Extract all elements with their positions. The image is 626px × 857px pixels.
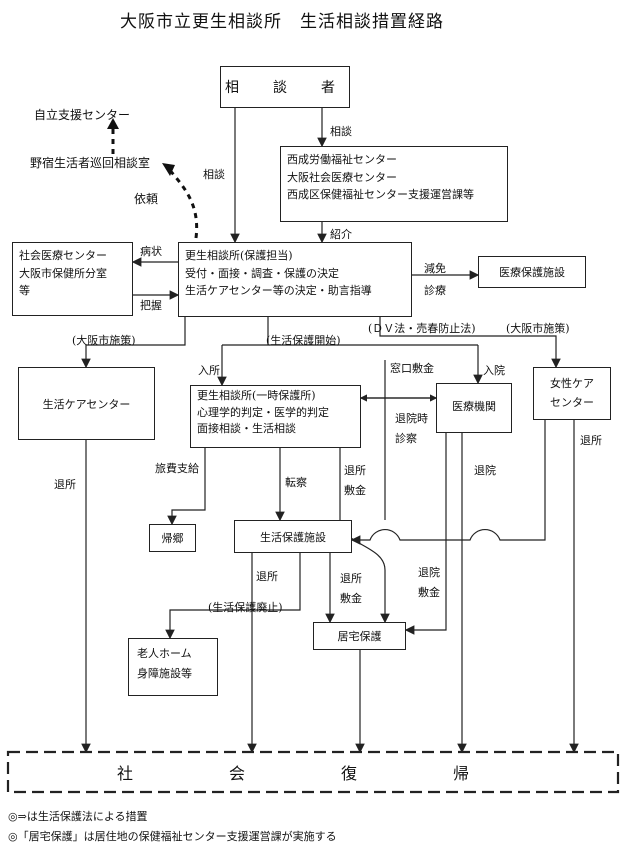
label-osaka-shisaku-2: (大阪市施策) xyxy=(506,322,570,335)
node-shakai-fukki: 社 会 復 帰 xyxy=(116,764,509,783)
label-taisho-1: 退所 xyxy=(54,478,76,491)
footnote-1: ◎⇒は生活保護法による措置 xyxy=(8,810,148,823)
label-nyuin: 入院 xyxy=(483,364,505,377)
node-ichiji-hogosho: 更生相談所(一時保護所) 心理学的判定・医学的判定 面接相談・生活相談 xyxy=(190,385,361,448)
kosei-line-2: 受付・面接・調査・保護の決定 xyxy=(185,266,339,280)
label-shikikin-3: 敷金 xyxy=(418,586,440,599)
node-kyotaku-hogo: 居宅保護 xyxy=(313,622,406,650)
node-kosei-sodansho: 更生相談所(保護担当) 受付・面接・調査・保護の決定 生活ケアセンター等の決定・… xyxy=(178,242,412,317)
label-madoguchi-shikikin: 窓口敷金 xyxy=(390,362,434,375)
node-shakai-iryo: 社会医療センター 大阪市保健所分室 等 xyxy=(12,242,133,316)
node-seikatsu-care: 生活ケアセンター xyxy=(18,367,155,440)
label-haaku: 把握 xyxy=(140,299,162,312)
shakai-iryo-line-2: 大阪市保健所分室 xyxy=(19,266,107,280)
label-soudan-2: 相談 xyxy=(203,168,225,181)
label-dv: (ＤＶ法・売春防止法) xyxy=(368,322,476,335)
kosei-line-3: 生活ケアセンター等の決定・助言指導 xyxy=(185,284,372,298)
node-seikatsu-hogo-shisetsu: 生活保護施設 xyxy=(234,520,352,553)
josei-line-1: 女性ケア xyxy=(550,376,594,390)
ichiji-line-1: 更生相談所(一時保護所) xyxy=(197,389,316,402)
label-seikatsu-hogo-kaishi: (生活保護開始) xyxy=(266,334,341,347)
label-shikikin-2: 敷金 xyxy=(340,592,362,605)
rojin-line-2: 身障施設等 xyxy=(137,666,192,680)
label-taiinji: 退院時 xyxy=(395,412,428,425)
label-taiin-2: 退院 xyxy=(418,566,440,579)
label-shinryo: 診療 xyxy=(424,284,446,297)
label-genmen: 減免 xyxy=(424,262,446,275)
label-osaka-shisaku-1: (大阪市施策) xyxy=(72,334,136,347)
node-kikyo: 帰郷 xyxy=(149,524,196,552)
node-jiritsu-shien: 自立支援センター xyxy=(34,108,131,122)
nishinari-line-3: 西成区保健福祉センター支援運営課等 xyxy=(287,188,474,202)
label-taisho-2: 退所 xyxy=(580,434,602,447)
page-title: 大阪市立更生相談所 生活相談措置経路 xyxy=(120,12,444,32)
label-taisho-3: 退所 xyxy=(256,570,278,583)
label-tensatsu: 転察 xyxy=(285,476,307,489)
nishinari-line-2: 大阪社会医療センター xyxy=(287,170,397,184)
label-ryohi-shikyu: 旅費支給 xyxy=(155,462,199,475)
label-shinsatsu: 診察 xyxy=(395,432,417,445)
label-taisho-shikikin-1a: 退所 xyxy=(344,464,366,477)
node-rojin-home: 老人ホーム 身障施設等 xyxy=(128,638,218,696)
ichiji-line-3: 面接相談・生活相談 xyxy=(197,422,296,435)
footnote-2: ◎「居宅保護」は居住地の保健福祉センター支援運営課が実施する xyxy=(8,830,337,843)
label-shokai: 紹介 xyxy=(330,228,352,241)
label-taisho-shikikin-1b: 敷金 xyxy=(344,484,366,497)
label-nyusho: 入所 xyxy=(198,364,220,377)
label-taisho-4: 退所 xyxy=(340,572,362,585)
node-nojuku-sodan: 野宿生活者巡回相談室 xyxy=(30,156,151,170)
shakai-iryo-line-3: 等 xyxy=(19,284,30,298)
node-nishinari: 西成労働福祉センター 大阪社会医療センター 西成区保健福祉センター支援運営課等 xyxy=(280,146,508,222)
nishinari-line-1: 西成労働福祉センター xyxy=(287,153,397,166)
label-seikatsu-hogo-haishi: (生活保護廃止) xyxy=(208,601,283,614)
ichiji-line-2: 心理学的判定・医学的判定 xyxy=(197,405,329,419)
node-soudansha: 相 談 者 xyxy=(220,66,350,108)
label-taiin: 退院 xyxy=(474,464,496,477)
rojin-line-1: 老人ホーム xyxy=(137,647,192,660)
label-irai: 依頼 xyxy=(134,192,159,206)
shakai-iryo-line-1: 社会医療センター xyxy=(19,249,107,262)
node-iryo-hogo-shisetsu: 医療保護施設 xyxy=(478,256,586,288)
node-josei-care: 女性ケア センター xyxy=(533,367,611,420)
josei-line-2: センター xyxy=(550,395,594,409)
label-byojo: 病状 xyxy=(140,245,162,258)
kosei-line-1: 更生相談所(保護担当) xyxy=(185,249,293,262)
node-iryo-kikan: 医療機関 xyxy=(436,383,512,433)
label-soudan-1: 相談 xyxy=(330,125,352,138)
